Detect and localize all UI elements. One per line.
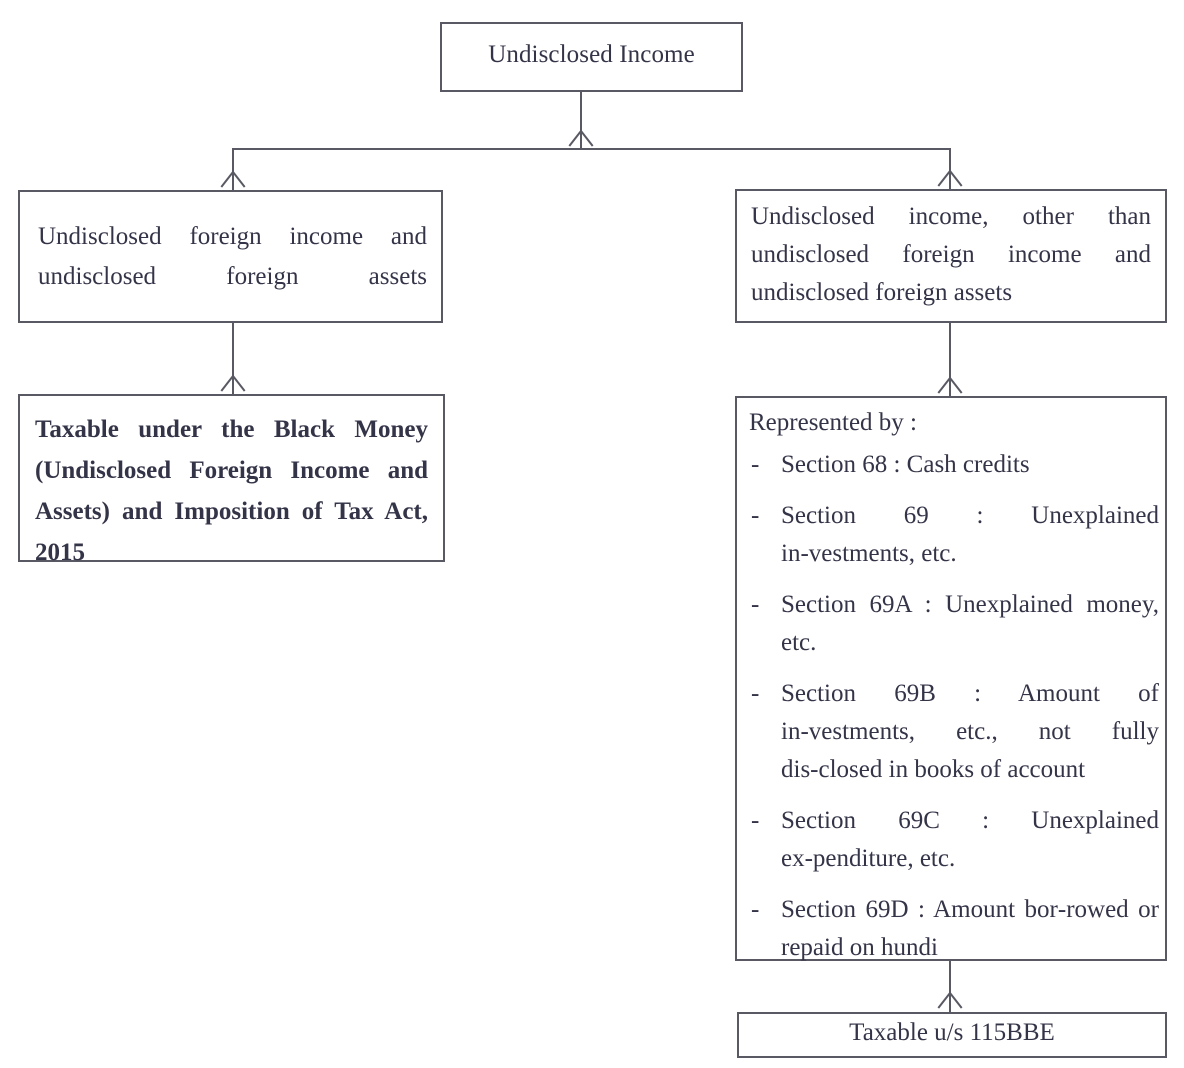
connector-split-to-left <box>232 148 234 190</box>
node-undisclosed-other: Undisclosed income, other than undisclos… <box>735 189 1167 323</box>
bullet-dash-icon: - <box>751 896 760 923</box>
node-undisclosed-foreign-label: Undisclosed foreign income and undisclos… <box>38 223 427 290</box>
arrowhead-left-top-to-bottom <box>223 376 243 392</box>
list-item: - Section 68 : Cash credits <box>749 446 1159 484</box>
arrowhead-list-to-bottom <box>940 993 960 1009</box>
represented-by-heading: Represented by : <box>749 409 918 436</box>
node-undisclosed-income-label: Undisclosed Income <box>488 41 695 68</box>
list-item-text: Section 69B : Amount of in‑vestments, et… <box>781 680 1159 783</box>
arrowhead-split-to-left <box>223 172 243 188</box>
connector-split-to-right <box>949 148 951 189</box>
node-undisclosed-foreign: Undisclosed foreign income and undisclos… <box>18 190 443 323</box>
connector-split-bar <box>232 148 951 150</box>
node-taxable-115bbe-label: Taxable u/s 115BBE <box>849 1019 1055 1046</box>
node-black-money-act-label: Taxable under the Black Money (Undisclos… <box>35 416 428 566</box>
bullet-dash-icon: - <box>751 502 760 529</box>
bullet-dash-icon: - <box>751 807 760 834</box>
arrowhead-root-to-split <box>571 131 591 147</box>
list-item: - Section 69 : Unexplained in‑vestments,… <box>749 497 1159 573</box>
list-item-text: Section 69D : Amount bor‑rowed or repaid… <box>781 896 1159 961</box>
node-undisclosed-other-label: Undisclosed income, other than undisclos… <box>751 203 1151 306</box>
bullet-dash-icon: - <box>751 591 760 618</box>
bullet-dash-icon: - <box>751 680 760 707</box>
node-taxable-115bbe: Taxable u/s 115BBE <box>737 1012 1167 1058</box>
section-list: - Section 68 : Cash credits - Section 69… <box>749 446 1159 980</box>
connector-list-to-bottom <box>949 961 951 1012</box>
list-item-text: Section 69A : Unexplained money, etc. <box>781 591 1159 656</box>
list-item-text: Section 69 : Unexplained in‑vestments, e… <box>781 502 1159 567</box>
list-item: - Section 69C : Unexplained ex‑penditure… <box>749 802 1159 878</box>
node-undisclosed-income: Undisclosed Income <box>440 22 743 92</box>
bullet-dash-icon: - <box>751 451 760 478</box>
node-black-money-act: Taxable under the Black Money (Undisclos… <box>18 394 445 566</box>
list-item-text: Section 69C : Unexplained ex‑penditure, … <box>781 807 1159 872</box>
node-represented-by: Represented by : - Section 68 : Cash cre… <box>735 396 1167 961</box>
arrowhead-right-top-to-list <box>940 378 960 394</box>
connector-left-top-to-bottom <box>232 323 234 394</box>
connector-root-stem <box>580 92 582 149</box>
list-item: - Section 69D : Amount bor‑rowed or repa… <box>749 891 1159 967</box>
list-item: - Section 69B : Amount of in‑vestments, … <box>749 675 1159 789</box>
arrowhead-split-to-right <box>940 171 960 187</box>
list-item-text: Section 68 : Cash credits <box>781 451 1030 478</box>
connector-right-top-to-list <box>949 323 951 396</box>
list-item: - Section 69A : Unexplained money, etc. <box>749 586 1159 662</box>
